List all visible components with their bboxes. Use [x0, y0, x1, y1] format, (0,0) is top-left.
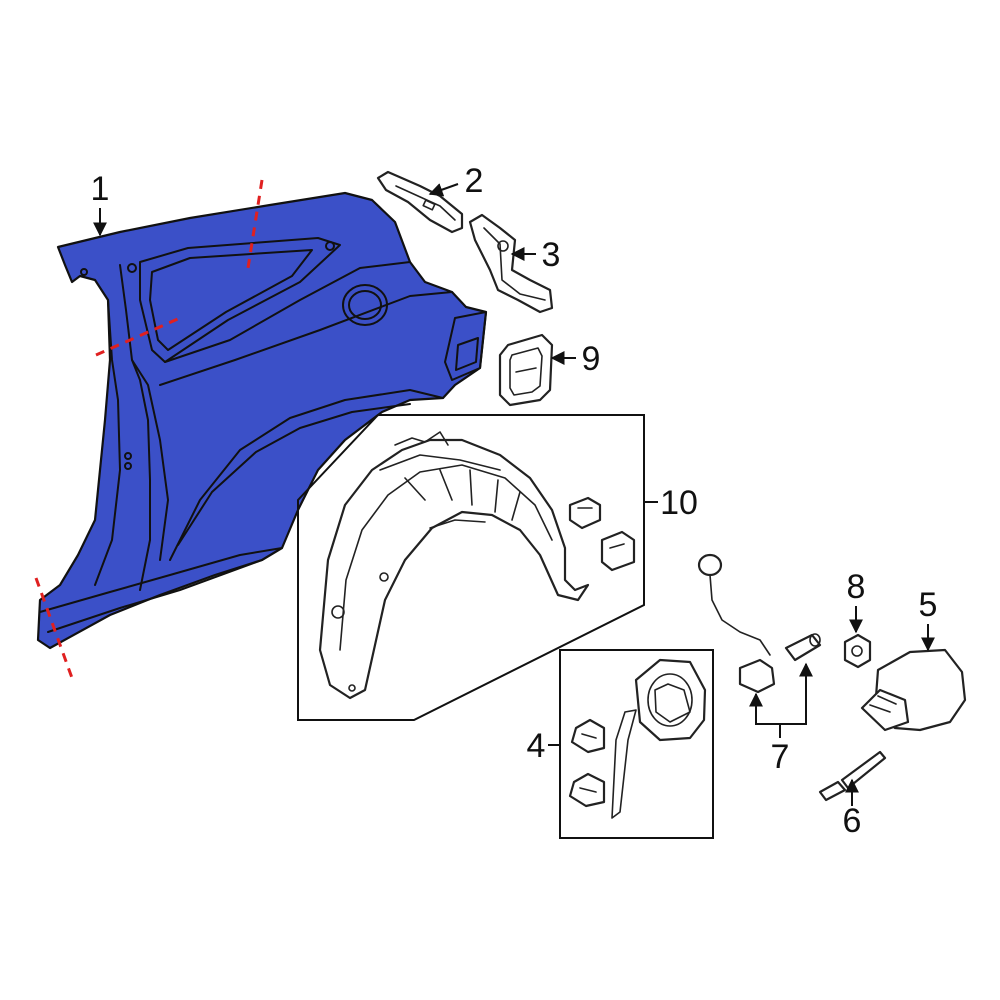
wheel-liner-part-10[interactable]: [318, 431, 590, 700]
liner-clip-b[interactable]: [600, 530, 636, 572]
fuel-housing-part-4[interactable]: [611, 658, 707, 819]
callout-1: 1: [91, 170, 110, 208]
fuel-door-part-5[interactable]: [860, 648, 967, 732]
callout-5: 5: [919, 586, 938, 624]
upper-bracket-part-2[interactable]: [376, 170, 464, 234]
cut-line-rocker: [34, 577, 74, 679]
callout-2: 2: [465, 162, 484, 200]
callout-9: 9: [582, 340, 601, 378]
grommet-part-9[interactable]: [498, 333, 554, 407]
nut-part-8[interactable]: [843, 633, 872, 669]
leader-2: [428, 183, 459, 197]
callout-10: 10: [660, 484, 698, 522]
callout-3: 3: [542, 236, 561, 274]
housing-clip-lower[interactable]: [568, 772, 606, 808]
callout-6: 6: [843, 802, 862, 840]
callout-7: 7: [771, 738, 790, 776]
callout-8: 8: [847, 568, 866, 606]
housing-clip-upper[interactable]: [570, 718, 606, 754]
release-cable-part-7[interactable]: [697, 553, 822, 694]
extension-part-3[interactable]: [468, 213, 554, 314]
callout-4: 4: [527, 727, 546, 765]
liner-group-box: [297, 414, 645, 721]
quarter-panel-part-1[interactable]: [36, 191, 488, 650]
liner-clip-a[interactable]: [568, 496, 602, 530]
